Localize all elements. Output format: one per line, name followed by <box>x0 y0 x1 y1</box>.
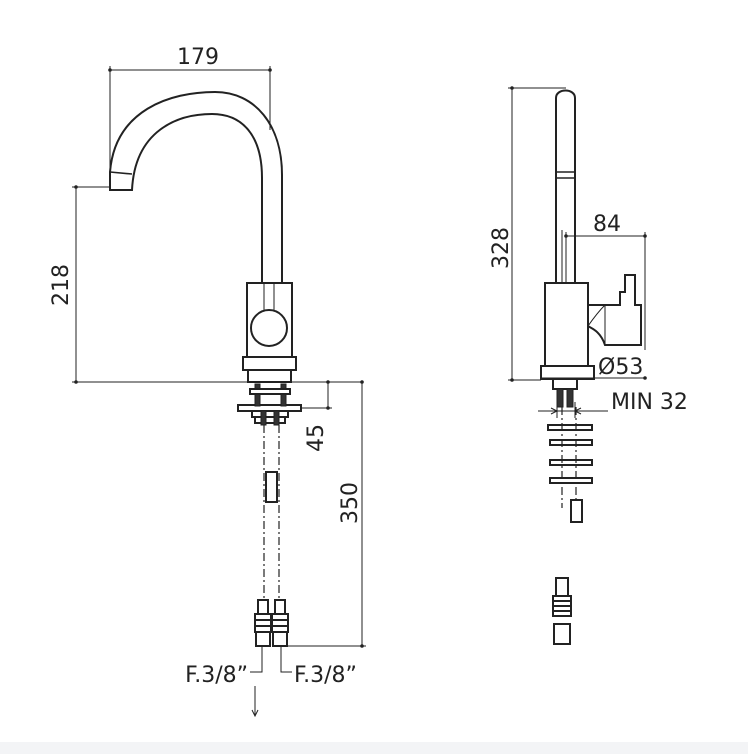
front-hose-fittings <box>254 599 289 647</box>
bottom-band <box>0 742 748 754</box>
front-base <box>242 356 297 371</box>
dim-84-label: 84 <box>593 212 621 237</box>
side-body <box>544 282 589 367</box>
front-stud <box>265 471 278 503</box>
dim-179-label: 179 <box>177 45 219 70</box>
front-view <box>72 66 366 718</box>
front-spout <box>109 90 283 284</box>
side-lever <box>587 274 642 346</box>
front-lever-knob <box>250 309 288 347</box>
side-hose-fitting <box>552 577 572 645</box>
dim-218-label: 218 <box>49 264 74 306</box>
connection-right-label: F.3/8” <box>294 663 357 688</box>
dim-d53-label: Ø53 <box>598 355 643 380</box>
side-view <box>508 86 647 645</box>
dim-45-label: 45 <box>304 424 329 452</box>
dim-350-label: 350 <box>338 482 363 524</box>
connection-left-label: F.3/8” <box>185 663 248 688</box>
dim-328-label: 328 <box>489 227 514 269</box>
side-spout <box>555 89 576 284</box>
side-base <box>540 365 595 380</box>
dim-min32-label: MIN 32 <box>611 390 688 415</box>
